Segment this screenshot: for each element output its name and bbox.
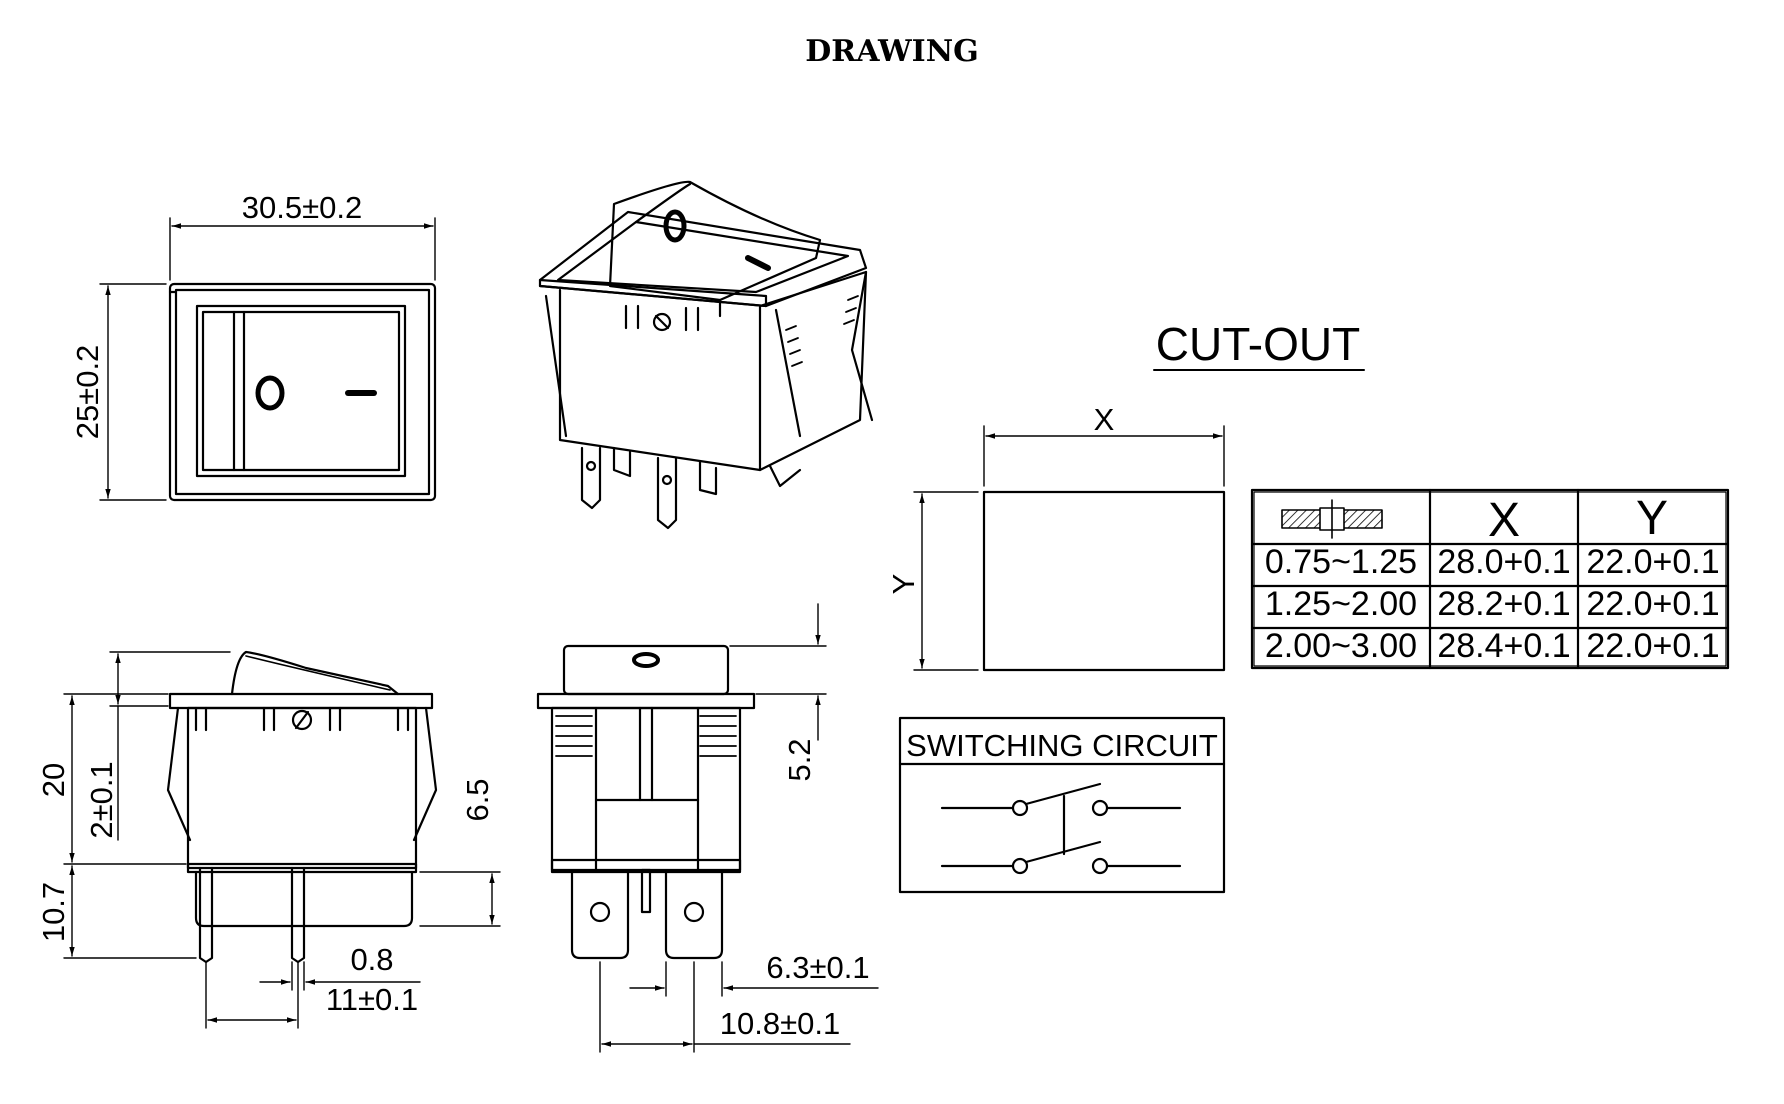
table-cell-r0-c1: 28.0+0.1 <box>1437 543 1570 581</box>
drawing-title: DRAWING <box>805 34 979 69</box>
cutout-x-label: X <box>1094 402 1115 437</box>
table-cell-r1-c0: 1.25~2.00 <box>1265 585 1417 623</box>
side-height-dim: 20 <box>36 763 71 797</box>
cutout-heading: CUT-OUT <box>1156 318 1360 370</box>
table-header-x: X <box>1488 494 1520 547</box>
side-terminal-dim: 10.7 <box>36 882 71 942</box>
table-cell-r2-c1: 28.4+0.1 <box>1437 627 1570 665</box>
table-cell-r0-c2: 22.0+0.1 <box>1586 543 1719 581</box>
end-pitch-dim: 10.8±0.1 <box>720 1006 840 1041</box>
off-symbol-icon <box>255 375 285 411</box>
front-width-dim: 30.5±0.2 <box>242 190 362 225</box>
table-cell-r1-c1: 28.2+0.1 <box>1437 585 1570 623</box>
front-view <box>99 217 437 502</box>
isometric-view <box>538 180 874 530</box>
cutout-rect <box>913 425 1226 672</box>
circuit-heading: SWITCHING CIRCUIT <box>906 728 1218 763</box>
table-cell-r2-c2: 22.0+0.1 <box>1586 627 1719 665</box>
side-actuator-dim: 2±0.1 <box>84 761 119 838</box>
end-view <box>536 603 879 1053</box>
table-cell-r2-c0: 2.00~3.00 <box>1265 627 1417 665</box>
table-cells: 0.75~1.25 28.0+0.1 22.0+0.1 1.25~2.00 28.2+0… <box>1265 543 1720 665</box>
cutout-y-label: Y <box>886 574 921 595</box>
side-view <box>63 650 501 1029</box>
front-height-dim: 25±0.2 <box>70 345 105 440</box>
cutout-table <box>1250 488 1730 670</box>
table-header-y: Y <box>1636 492 1668 545</box>
end-top-dim: 5.2 <box>782 738 817 781</box>
table-cell-r0-c0: 0.75~1.25 <box>1265 543 1417 581</box>
side-thickness-dim: 0.8 <box>350 942 393 977</box>
panel-thickness-icon <box>1281 499 1383 539</box>
end-terminal-width-dim: 6.3±0.1 <box>766 950 869 985</box>
table-cell-r1-c2: 22.0+0.1 <box>1586 585 1719 623</box>
switching-circuit <box>898 716 1226 894</box>
side-pitch-dim: 11±0.1 <box>326 982 418 1017</box>
side-offset-dim: 6.5 <box>460 778 495 821</box>
